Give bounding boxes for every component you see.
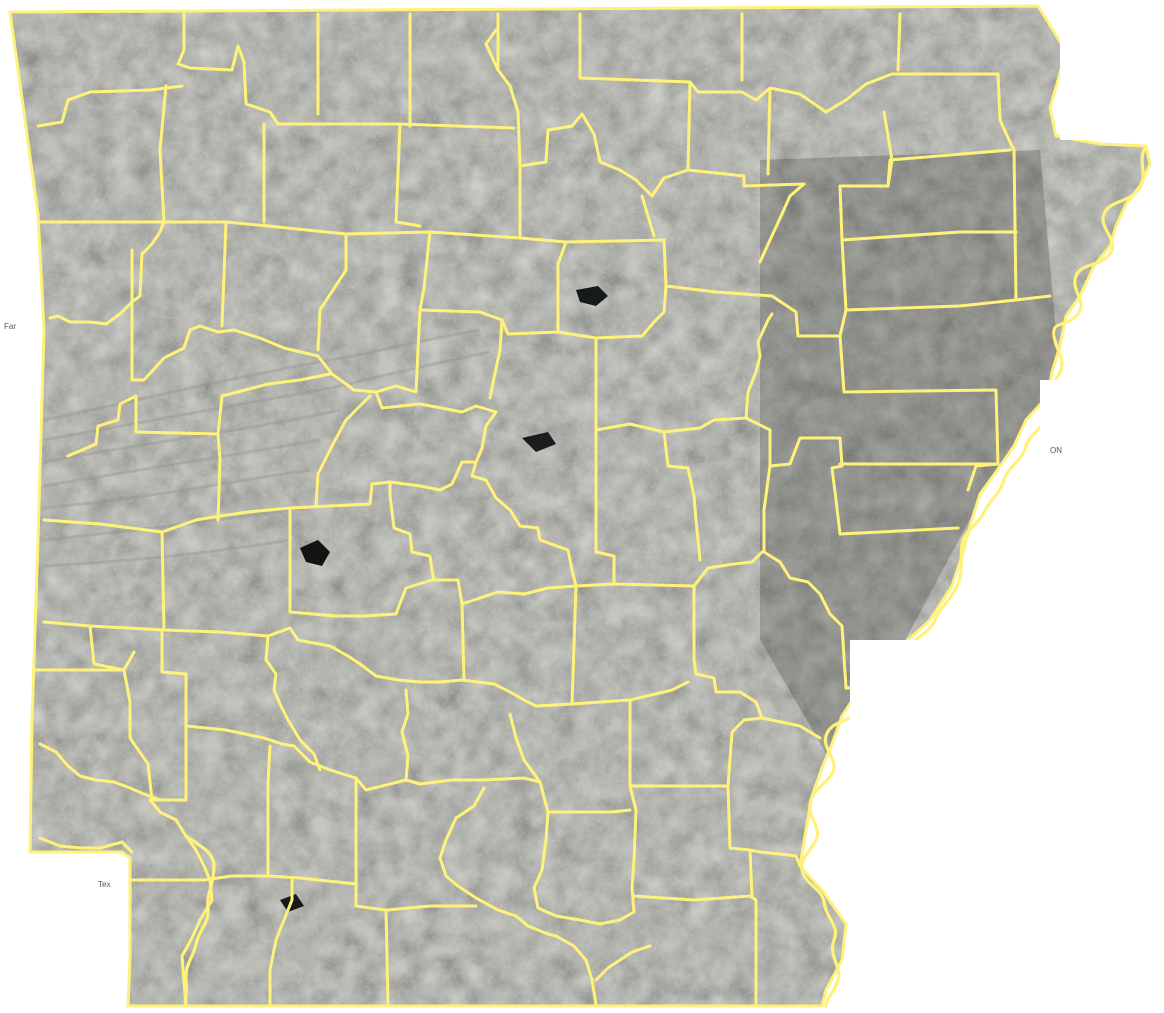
edge-label-tex: Tex [98,880,111,889]
edge-label-far: Far [4,322,16,331]
reservoir [300,540,330,566]
reservoir [522,432,556,452]
reservoir [576,286,608,306]
edge-tiles [850,0,1164,1013]
edge-label-on: ON [1050,446,1062,455]
river-boundaries [183,144,1148,1008]
county-boundaries [8,4,1152,1008]
